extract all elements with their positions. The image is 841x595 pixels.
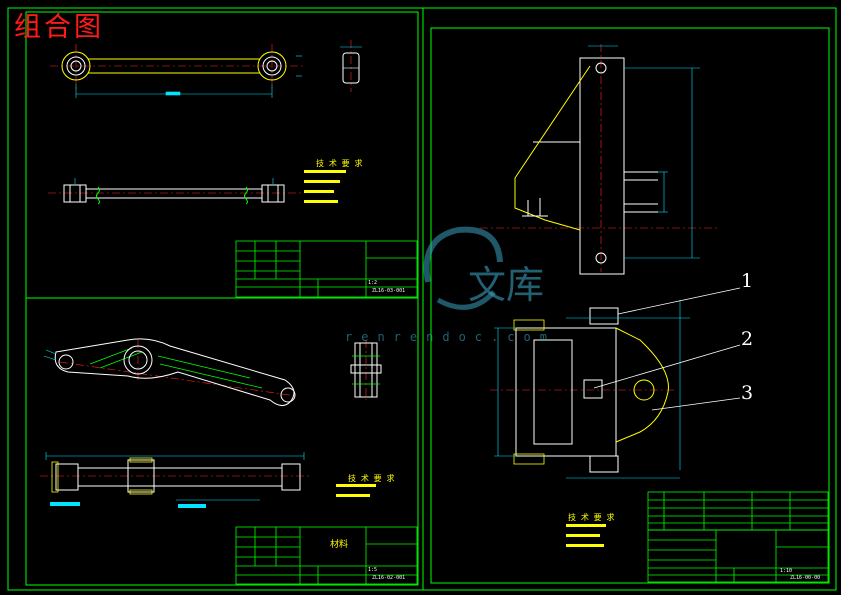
tech-notes-bottom-left <box>336 484 376 497</box>
title-block-right <box>647 491 829 583</box>
material-label: 材料 <box>330 540 349 550</box>
tech-notes-top-left <box>304 170 346 203</box>
title-block-bottom-left <box>235 526 418 585</box>
part-connecting-rod-section-view <box>48 178 305 205</box>
scale-top-left: 1:2 <box>368 280 378 286</box>
page-title: 组合图 <box>14 12 104 43</box>
section-label-right <box>178 504 206 508</box>
tech-notes-title-top-left: 技 术 要 求 <box>316 159 363 168</box>
title-block-top-left <box>235 240 418 298</box>
watermark-url: renrendoc.com <box>345 330 556 344</box>
assembly-top-view <box>490 300 690 479</box>
callout-leaders <box>593 287 741 411</box>
scale-bottom-left: 1:5 <box>368 567 378 573</box>
drawing-no-right: ZL16-00-00 <box>790 575 821 581</box>
section-label-left <box>50 502 80 506</box>
part-main-arm-section-view <box>40 452 310 508</box>
callout-3: 3 <box>741 382 754 404</box>
part-main-arm-front-view <box>43 338 297 406</box>
callout-1: 1 <box>741 270 754 292</box>
watermark-text: 文库 <box>468 263 545 307</box>
scale-right: 1:10 <box>780 568 793 574</box>
callout-2: 2 <box>741 328 754 350</box>
drawing-no-top-left: ZL16-03-001 <box>372 288 406 294</box>
part-connecting-rod-front-view <box>50 44 305 98</box>
part-connecting-rod-side-view <box>340 40 362 92</box>
drawing-no-bottom-left: ZL16-02-001 <box>372 575 406 581</box>
tech-notes-title-bottom-left: 技 术 要 求 <box>348 474 395 483</box>
outer-frame <box>7 7 837 591</box>
tech-notes-title-right: 技 术 要 求 <box>568 513 615 522</box>
tech-notes-right <box>566 524 606 547</box>
assembly-side-view <box>480 44 720 275</box>
part-main-arm-side-view <box>350 340 382 400</box>
watermark-logo <box>423 226 503 310</box>
